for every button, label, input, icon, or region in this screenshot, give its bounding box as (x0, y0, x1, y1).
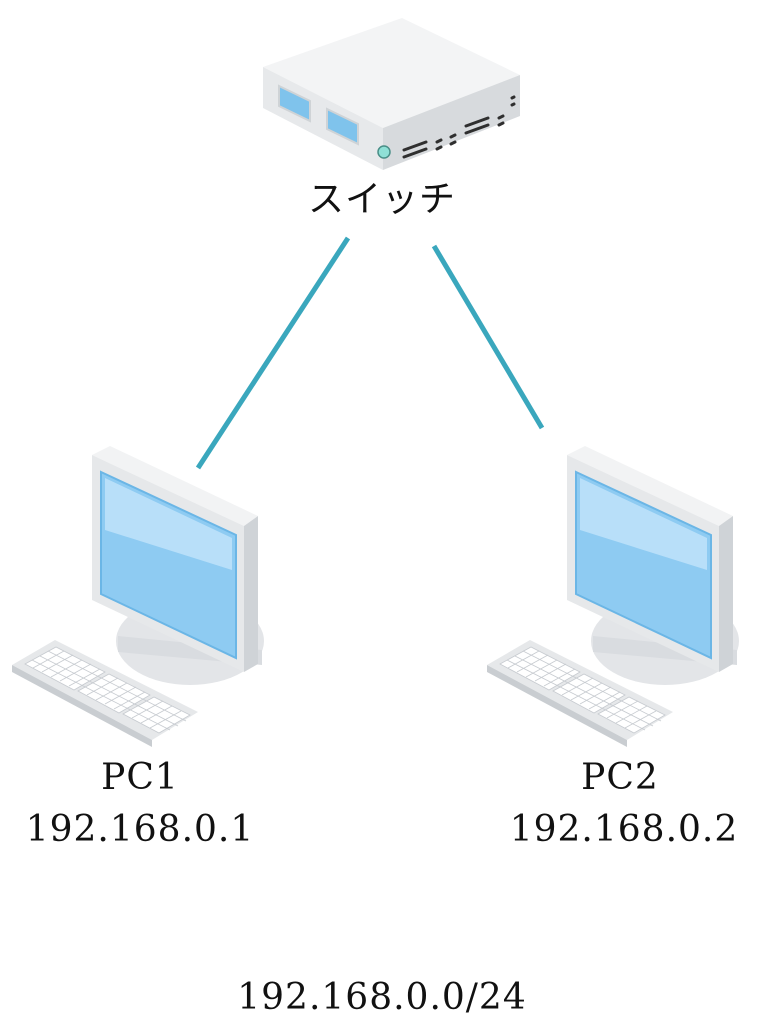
link-switch-pc2 (431, 244, 545, 430)
link-switch-pc1 (195, 236, 351, 470)
network-cidr-label: 192.168.0.0/24 (237, 977, 527, 1018)
pc2-computer-icon (487, 446, 739, 747)
pc1-name-label: PC1 (101, 757, 179, 798)
switch-icon (263, 18, 520, 170)
pc1-computer-icon (12, 446, 264, 747)
pc2-ip-label: 192.168.0.2 (509, 809, 739, 850)
pc2-name-label: PC2 (581, 757, 659, 798)
pc1-ip-label: 192.168.0.1 (25, 809, 255, 850)
switch-label: スイッチ (307, 179, 456, 220)
